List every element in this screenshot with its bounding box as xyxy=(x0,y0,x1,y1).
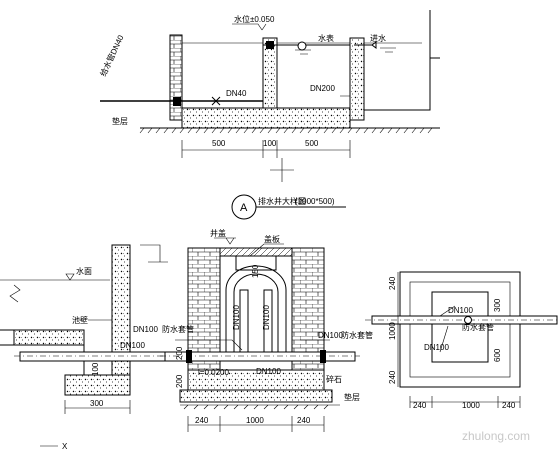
section-mid-base-ticks xyxy=(180,404,340,410)
title-marker: A 排水井大样图 (1000*500) xyxy=(231,194,346,220)
plan-dim-1000-v: 1000 xyxy=(388,322,397,340)
section-mid-cover-label: 盖板 xyxy=(264,234,280,244)
section-a-pipe-dn200: DN200 xyxy=(310,84,335,93)
section-a-float-ball-icon xyxy=(297,41,307,51)
plan-dim-line-h xyxy=(409,396,521,408)
section-mid-pipe-dn100-left: DN100 xyxy=(133,325,158,334)
plan-pipe-dn100: DN100 xyxy=(448,306,473,315)
plan-outer-square xyxy=(399,271,521,388)
section-a-dim-500-right: 500 xyxy=(305,139,319,148)
plan-view: 240 1000 240 DN100 防水套管 DN100 300 600 24… xyxy=(365,271,560,410)
section-a: 水位±0.050 水表 进水 给水管DN40 DN40 DN200 垫层 500… xyxy=(98,10,440,158)
section-a-inlet-label: 进水 xyxy=(370,33,386,43)
section-mid: 井盖 盖板 150 DN100 防水套管 DN100 DN100 DN100 防… xyxy=(133,228,373,432)
section-a-ground-ticks xyxy=(139,127,433,134)
title-letter: A xyxy=(240,202,248,214)
section-left: 水面 池壁 DN100 100 300 xyxy=(0,244,170,414)
section-left-pipe-label: DN100 xyxy=(120,341,145,350)
section-mid-horizontal-pipe xyxy=(164,351,356,362)
section-a-dim-100: 100 xyxy=(263,139,277,148)
section-mid-top-marker xyxy=(214,237,236,245)
section-left-wall-label: 池壁 xyxy=(72,315,88,325)
plan-inner-square xyxy=(431,291,489,363)
section-mid-pipe-dn100-lower: DN100 xyxy=(256,367,281,376)
section-mid-dim-200-b: 200 xyxy=(175,374,184,388)
title-label: 排水井大样图 xyxy=(258,196,306,206)
section-left-water-level xyxy=(0,273,110,281)
section-a-dim-500-left: 500 xyxy=(212,139,226,148)
axis-label: X xyxy=(62,442,68,451)
plan-dim-240-bottom: 240 xyxy=(388,370,397,384)
section-mid-pipe-dn100-vertical-b: DN100 xyxy=(262,305,271,330)
section-a-elevation-label: 水位±0.050 xyxy=(234,14,275,24)
plan-pipe-riser-icon xyxy=(464,316,472,324)
section-mid-sleeve-left xyxy=(186,350,192,363)
section-a-right-wall xyxy=(349,37,365,121)
section-mid-dim-150: 150 xyxy=(251,264,260,278)
section-mid-cover-leader xyxy=(249,243,284,257)
section-a-left-brick-wall xyxy=(169,34,183,121)
section-mid-arch-outer xyxy=(225,265,287,360)
section-left-wall xyxy=(111,244,131,396)
section-cut-marker xyxy=(270,158,294,182)
section-left-break-line xyxy=(9,284,21,303)
section-mid-pipe-dn100-vertical-a: DN100 xyxy=(232,305,241,330)
section-mid-base xyxy=(179,389,333,403)
section-a-pipe-dn40: DN40 xyxy=(226,89,247,98)
section-mid-dim-line xyxy=(187,416,325,432)
section-left-dim-line xyxy=(64,400,131,414)
section-a-outer-structure xyxy=(364,10,440,111)
section-a-sleeve xyxy=(173,97,181,106)
section-mid-sleeve-label-right: 防水套管 xyxy=(341,330,373,340)
section-left-step xyxy=(13,329,85,346)
section-mid-top-label: 井盖 xyxy=(210,228,226,238)
section-a-valve-icon xyxy=(211,96,221,106)
section-left-top-cap xyxy=(140,244,168,263)
section-mid-sleeve-label-left: 防水套管 xyxy=(162,324,194,334)
section-mid-bottom-elev: i=0.0200 xyxy=(198,368,229,377)
section-mid-dim-240-left: 240 xyxy=(195,416,209,425)
section-mid-dim-1000: 1000 xyxy=(246,416,264,425)
plan-dim-1000-h: 1000 xyxy=(462,401,480,410)
section-mid-pipe-dn100-right: DN100 xyxy=(318,331,343,340)
section-left-pipe xyxy=(19,351,166,362)
section-mid-sleeve-right xyxy=(320,350,326,363)
section-a-valve-label: 水表 xyxy=(318,33,334,43)
section-a-floor-slab xyxy=(181,107,351,129)
section-mid-right-brick-wall xyxy=(291,247,325,391)
plan-pipe-dn100-lower: DN100 xyxy=(424,343,449,352)
section-a-water-ripples xyxy=(295,47,396,55)
section-a-overflow xyxy=(354,41,377,49)
section-a-dim-line xyxy=(181,140,351,158)
section-mid-cover-slab xyxy=(219,247,293,257)
watermark-text: zhulong.com xyxy=(462,429,530,443)
section-mid-arch-inner xyxy=(233,273,279,360)
section-mid-leader-left xyxy=(175,339,243,351)
section-left-dim-300: 300 xyxy=(90,399,104,408)
section-mid-dim-240-right: 240 xyxy=(297,416,311,425)
section-a-pad-label: 垫层 xyxy=(112,116,128,126)
section-left-base xyxy=(64,374,131,396)
section-a-elevation-marker xyxy=(232,23,267,31)
plan-dim-300: 300 xyxy=(493,298,502,312)
plan-dim-600: 600 xyxy=(493,348,502,362)
section-mid-gravel-label: 碎石 xyxy=(326,374,342,384)
section-mid-dim-200-a: 200 xyxy=(175,346,184,360)
section-mid-neck xyxy=(235,255,277,271)
section-a-upper-pipe xyxy=(263,40,350,46)
section-left-dim-100: 100 xyxy=(91,362,100,376)
section-a-valve-box xyxy=(266,41,274,49)
title-size: (1000*500) xyxy=(295,197,335,206)
section-left-water-label: 水面 xyxy=(76,266,92,276)
section-mid-base-label: 垫层 xyxy=(344,392,360,402)
plan-sleeve-label: 防水套管 xyxy=(462,322,494,332)
plan-dim-240-left: 240 xyxy=(413,401,427,410)
section-a-supply-label: 给水管DN40 xyxy=(98,33,126,78)
plan-middle-square xyxy=(409,281,511,378)
plan-leaders xyxy=(439,305,456,353)
plan-dim-240-top: 240 xyxy=(388,276,397,290)
plan-dim-240-right: 240 xyxy=(502,401,516,410)
